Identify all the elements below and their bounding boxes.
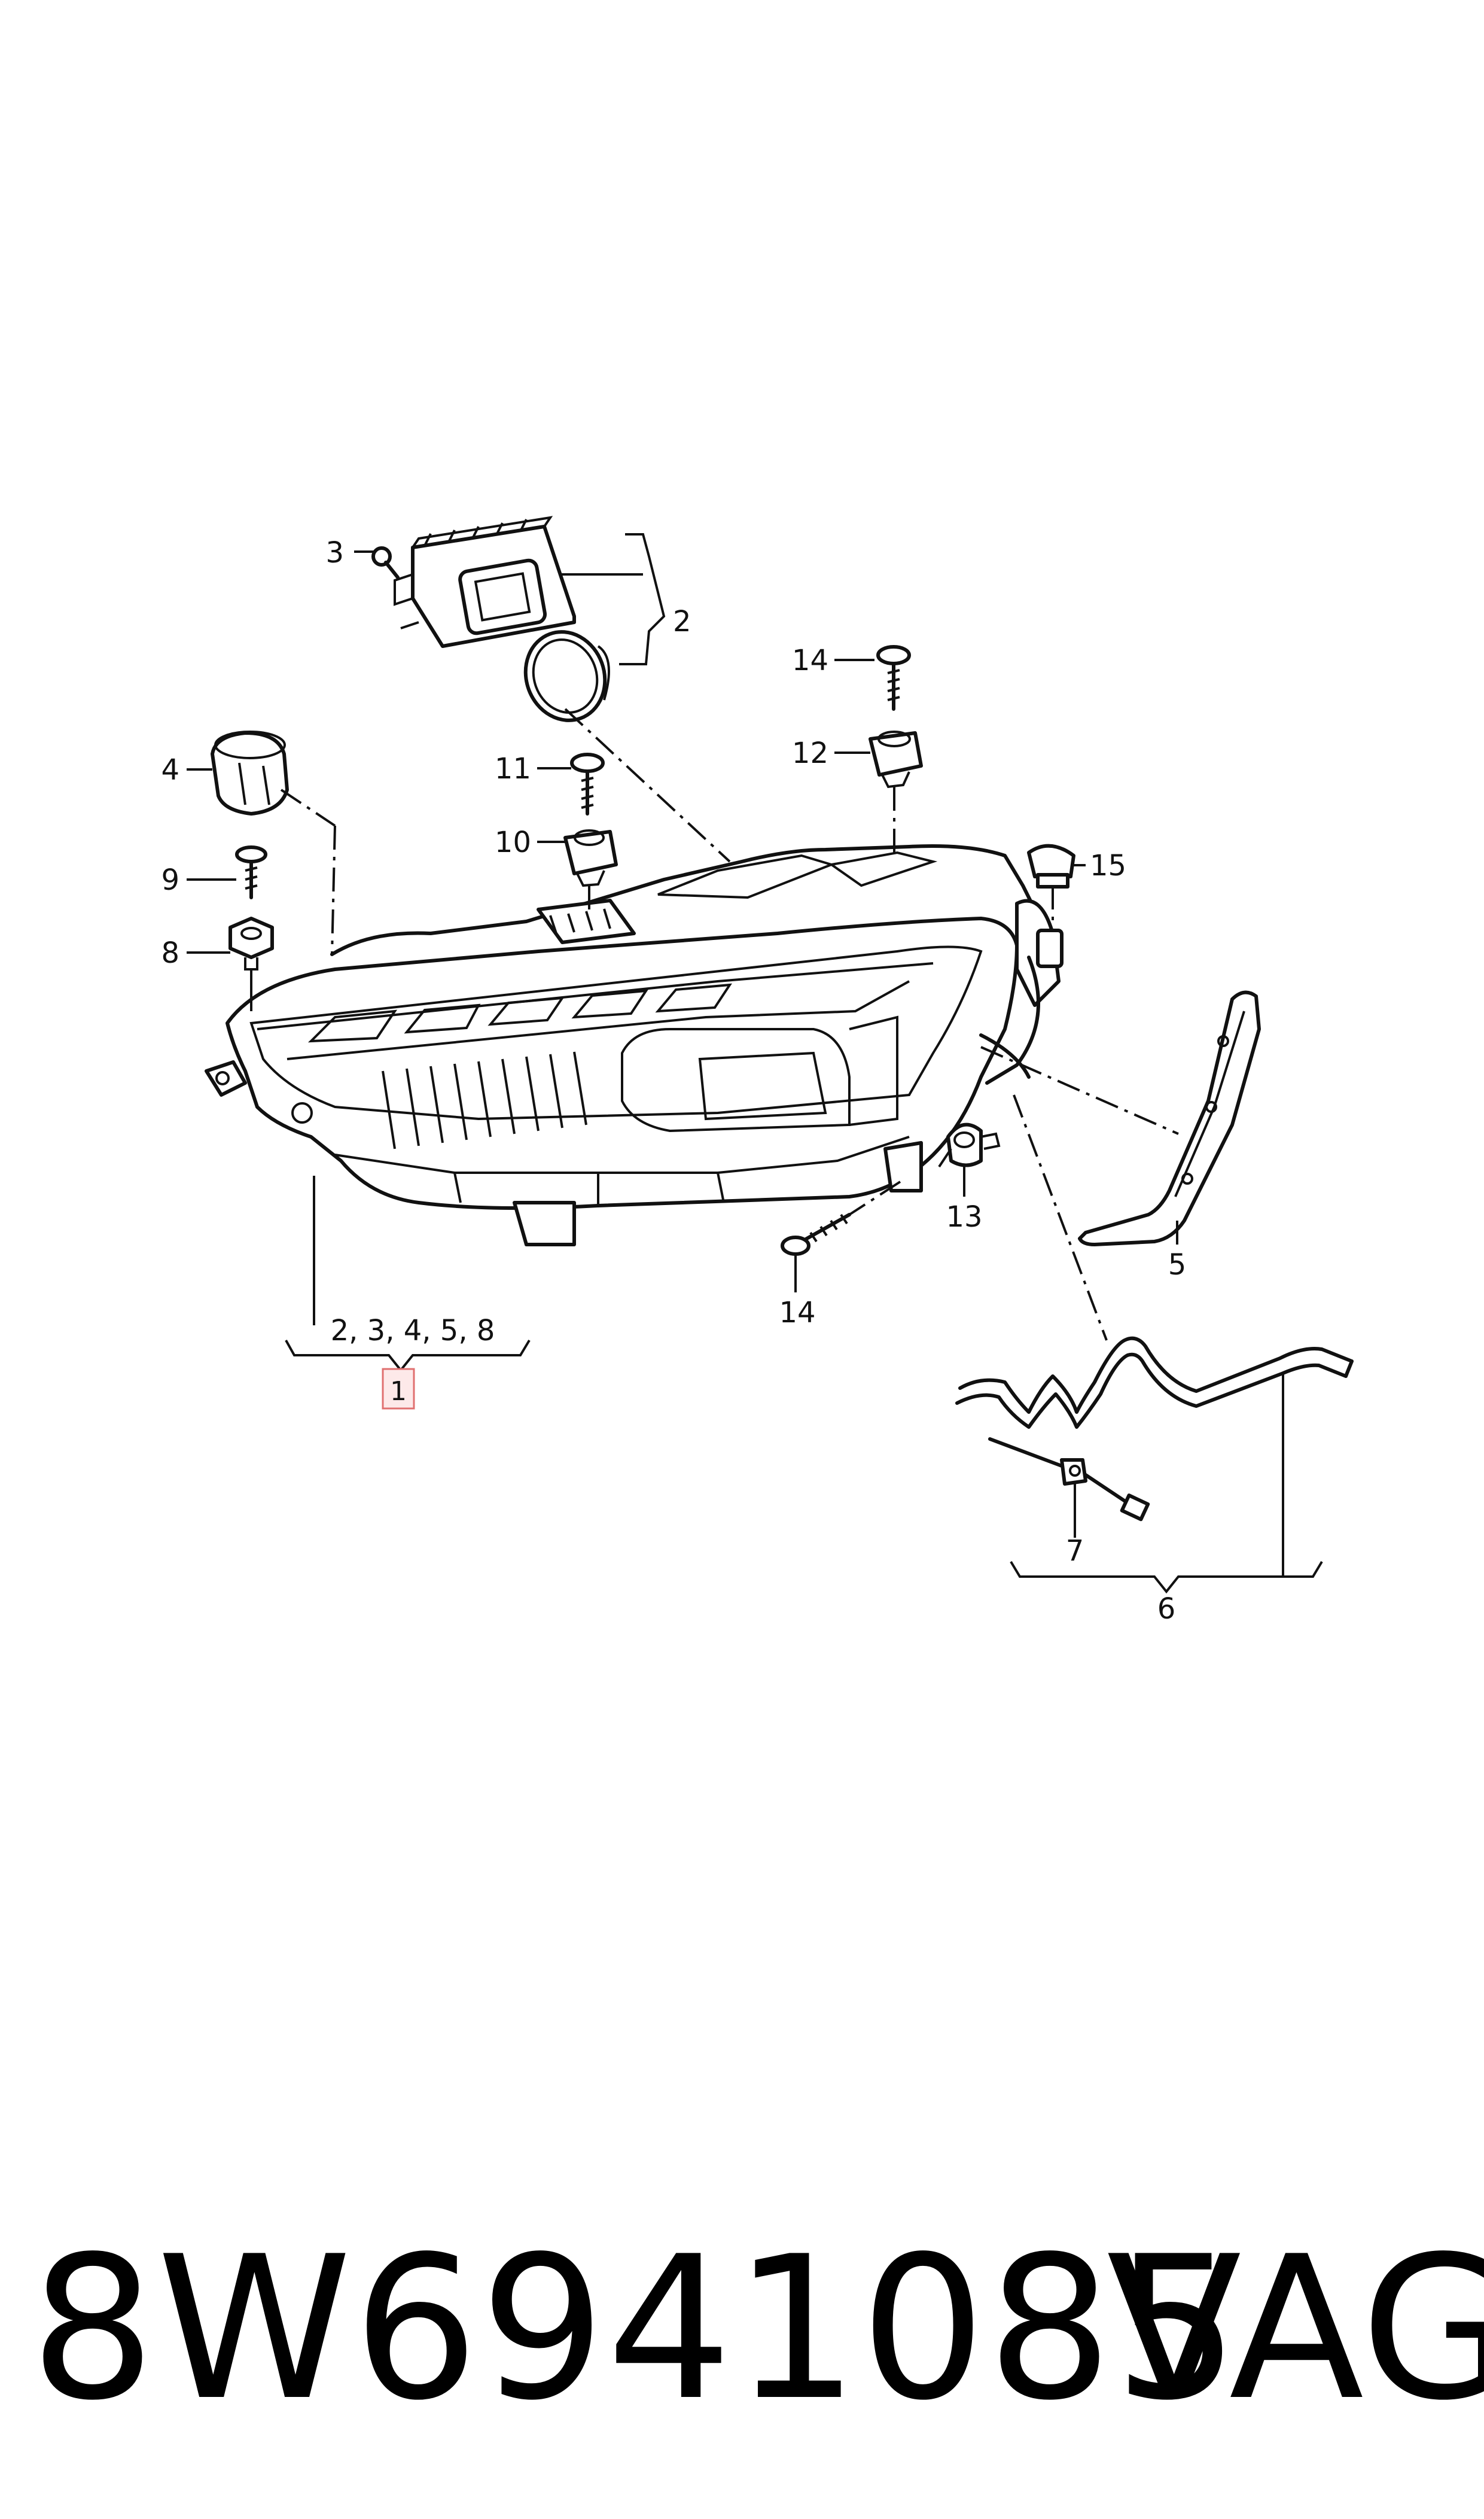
callout-13: 13	[946, 1200, 982, 1234]
callout-11: 11	[495, 752, 531, 786]
headlight-assembly	[205, 844, 1064, 1246]
callout-6: 6	[1157, 1592, 1176, 1626]
callout-14-top: 14	[792, 644, 828, 677]
footer: 8W6941085 VAG	[0, 2214, 1484, 2444]
bracket-5-part	[1078, 990, 1261, 1246]
nut-8-part	[228, 917, 274, 971]
callout-5: 5	[1168, 1248, 1187, 1282]
callout-labels: 3 2 14 12 4 11 10 15 9 8 13 14 5 7 6 2, …	[161, 536, 1186, 1626]
brand-name: VAG	[1107, 2214, 1484, 2444]
screw-9-part	[235, 845, 267, 899]
callout-7: 7	[1066, 1534, 1084, 1568]
control-unit-part	[394, 516, 576, 648]
screw-14-top-part	[876, 645, 911, 711]
callout-3: 3	[325, 536, 344, 570]
clip-13-part	[946, 1122, 1001, 1167]
clip-12-part	[869, 731, 923, 789]
cap-4-part	[211, 731, 289, 816]
main-item-highlight	[382, 1368, 415, 1410]
callout-4: 4	[161, 753, 179, 787]
screw-11-part	[570, 753, 605, 816]
main-item-label: 1	[390, 1376, 407, 1407]
leader-lines	[187, 533, 1323, 1594]
plug-15-part	[1027, 844, 1075, 889]
callout-9: 9	[161, 863, 179, 897]
callout-15: 15	[1090, 849, 1126, 883]
group-label: 2, 3, 4, 5, 8	[331, 1314, 495, 1347]
screw-14-bottom-part	[781, 1213, 851, 1256]
part-number: 8W6941085	[30, 2214, 1241, 2444]
screw-3-part	[371, 546, 400, 579]
callout-8: 8	[161, 936, 179, 970]
callout-12: 12	[792, 737, 828, 770]
callout-10: 10	[495, 826, 531, 859]
clip-10-part	[563, 829, 618, 887]
callout-14-bottom: 14	[779, 1296, 815, 1330]
cable-tie-7-part	[988, 1437, 1150, 1522]
wiring-harness-part	[955, 1336, 1354, 1429]
seal-ring-part	[523, 630, 610, 722]
callout-2: 2	[673, 605, 691, 638]
